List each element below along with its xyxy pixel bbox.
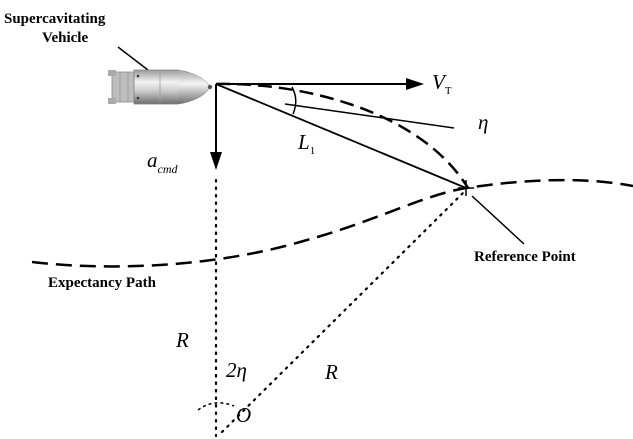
- expectancy-path-label: Expectancy Path: [48, 275, 156, 291]
- eta-reference-line: [284, 103, 455, 129]
- expectancy-path-curve: [31, 178, 633, 268]
- vehicle-label-pointer: [117, 46, 149, 71]
- two-eta-label: 2η: [226, 358, 247, 382]
- vehicle-image: [108, 69, 213, 105]
- center-O-label: O: [236, 403, 252, 427]
- acceleration-label: acmd: [147, 148, 178, 176]
- radius-diagonal: [220, 188, 468, 434]
- length-label: L1: [298, 132, 315, 157]
- acceleration-symbol: a: [147, 148, 158, 172]
- acceleration-vector: [210, 84, 222, 170]
- eta-label: η: [478, 110, 489, 134]
- radius-left-label: R: [176, 328, 189, 352]
- velocity-symbol: V: [432, 70, 445, 94]
- trajectory-arc: [215, 82, 470, 189]
- radius-right-label: R: [325, 360, 338, 384]
- reference-point-pointer: [471, 195, 525, 245]
- velocity-subscript: T: [444, 85, 452, 97]
- vehicle-label-line1: Supercavitating: [4, 11, 106, 27]
- two-eta-angle-arc: [197, 402, 235, 411]
- acceleration-subscript: cmd: [157, 162, 178, 176]
- velocity-label: VT: [432, 72, 452, 97]
- reference-point-label: Reference Point: [474, 249, 576, 265]
- reference-point-marker: [458, 180, 474, 196]
- eta-angle-arc: [291, 86, 297, 115]
- length-subscript: 1: [309, 145, 316, 157]
- line-of-sight-L1: [215, 83, 467, 189]
- vehicle-label-line2: Vehicle: [42, 30, 89, 46]
- length-symbol: L: [298, 130, 310, 154]
